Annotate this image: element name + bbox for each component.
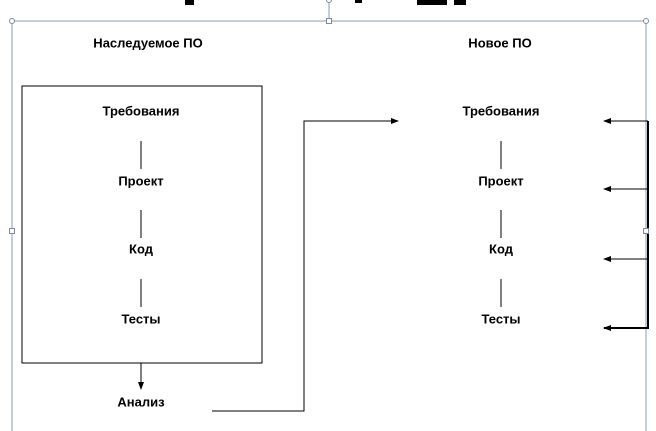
- title-glyph-fragment: [185, 0, 194, 5]
- title-glyph-fragment: [417, 0, 447, 5]
- legacy-stage-design: Проект: [118, 173, 164, 189]
- resize-handle-top-center[interactable]: [326, 18, 332, 24]
- legacy-stage-code: Код: [129, 241, 153, 257]
- new-heading: Новое ПО: [468, 35, 532, 51]
- resize-handle-top-right[interactable]: [643, 18, 649, 24]
- legacy-stage-tests: Тесты: [121, 311, 161, 327]
- legacy-system-box: [21, 85, 263, 364]
- resize-handle-left-center[interactable]: [9, 228, 15, 234]
- legacy-stage-requirements: Требования: [102, 103, 180, 119]
- new-stage-code: Код: [489, 241, 513, 257]
- legacy-heading: Наследуемое ПО: [93, 35, 203, 51]
- analysis-to-requirements-arrow: [212, 118, 399, 412]
- selection-frame[interactable]: [11, 20, 647, 431]
- new-stage-design: Проект: [478, 173, 524, 189]
- rotation-handle[interactable]: [326, 0, 332, 3]
- title-glyph-fragment: [454, 0, 466, 5]
- new-stage-requirements: Требования: [462, 103, 540, 119]
- resize-handle-right-center[interactable]: [643, 228, 649, 234]
- title-glyph-fragment: [355, 0, 362, 3]
- resize-handle-top-left[interactable]: [9, 18, 15, 24]
- analysis-label: Анализ: [117, 394, 165, 410]
- new-stage-tests: Тесты: [481, 311, 521, 327]
